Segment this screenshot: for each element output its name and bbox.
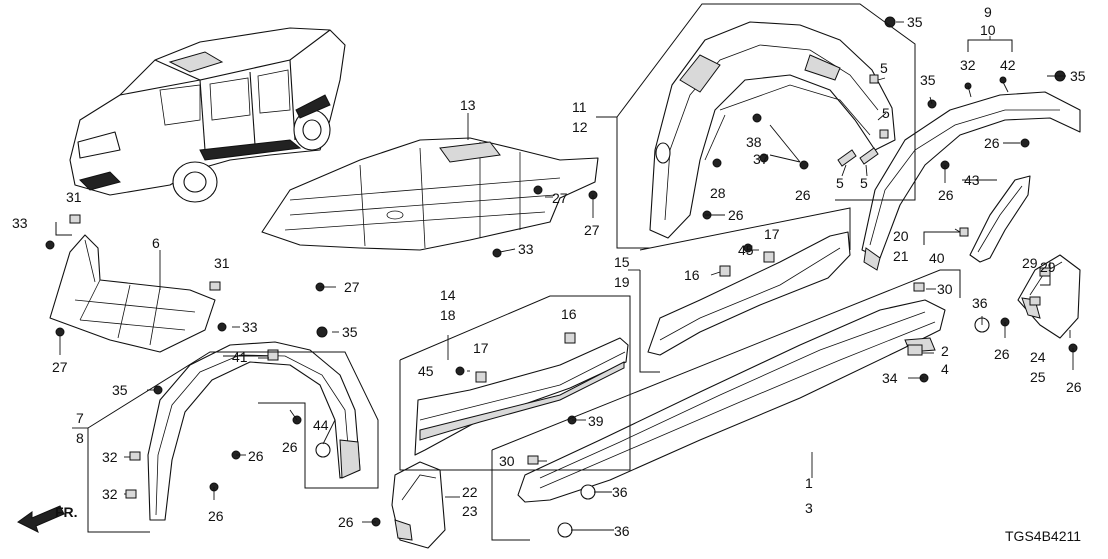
callout-35: 35: [112, 382, 128, 398]
callout-36: 36: [612, 484, 628, 500]
callout-43: 43: [964, 172, 980, 188]
callout-5: 5: [882, 105, 890, 121]
callout-29: 29: [1022, 255, 1038, 271]
callout-31: 31: [214, 255, 230, 271]
callout-14: 14: [440, 287, 456, 303]
callout-27: 27: [52, 359, 68, 375]
callout-9: 9: [984, 4, 992, 20]
callout-35: 35: [1070, 68, 1086, 84]
fasteners: [45, 16, 1078, 538]
callout-12: 12: [572, 119, 588, 135]
callout-27: 27: [552, 190, 568, 206]
callout-5: 5: [836, 175, 844, 191]
part-11-12-inner-fender: [649, 21, 896, 239]
callout-7: 7: [76, 410, 84, 426]
callout-16: 16: [684, 267, 700, 283]
callout-18: 18: [440, 307, 456, 323]
part-6-front-splash-shield: [49, 234, 216, 353]
callout-27: 27: [584, 222, 600, 238]
part-24-25-mudguard: [1017, 254, 1081, 339]
callout-19: 19: [614, 274, 630, 290]
callout-13: 13: [460, 97, 476, 113]
callout-30: 30: [937, 281, 953, 297]
callout-30: 30: [499, 453, 515, 469]
callout-26: 26: [994, 346, 1010, 362]
callout-23: 23: [462, 503, 478, 519]
callout-34: 34: [882, 370, 898, 386]
part-1-3-side-sill: [517, 299, 946, 503]
callout-42: 42: [1000, 57, 1016, 73]
callout-40: 40: [929, 250, 945, 266]
front-direction-arrow: FR.: [17, 504, 78, 533]
callout-26: 26: [938, 187, 954, 203]
callout-26: 26: [282, 439, 298, 455]
vehicle-illustration: [69, 27, 346, 203]
callout-3: 3: [805, 500, 813, 516]
callout-20: 20: [893, 228, 909, 244]
callout-1: 1: [805, 475, 813, 491]
callout-10: 10: [980, 22, 996, 38]
callout-26: 26: [338, 514, 354, 530]
callout-21: 21: [893, 248, 909, 264]
callout-26: 26: [1066, 379, 1082, 395]
callout-labels: 1 2 3 4 5 5 5 5 6 7 8 9 10 11 12 13 14 1…: [12, 4, 1086, 539]
callout-15: 15: [614, 254, 630, 270]
callout-33: 33: [242, 319, 258, 335]
callout-39: 39: [588, 413, 604, 429]
callout-26: 26: [248, 448, 264, 464]
callout-28: 28: [710, 185, 726, 201]
callout-33: 33: [518, 241, 534, 257]
callout-26: 26: [984, 135, 1000, 151]
part-20-21-garnish: [969, 175, 1031, 263]
callout-6: 6: [152, 235, 160, 251]
callout-27: 27: [344, 279, 360, 295]
callout-37: 37: [753, 151, 769, 167]
callout-35: 35: [920, 72, 936, 88]
callout-41: 41: [232, 349, 248, 365]
diagram-code: TGS4B4211: [1005, 528, 1081, 544]
callout-35: 35: [342, 324, 358, 340]
callout-26: 26: [728, 207, 744, 223]
part-7-8-front-arch-garnish: [147, 341, 361, 521]
callout-36: 36: [972, 295, 988, 311]
callout-16: 16: [561, 306, 577, 322]
callout-17: 17: [473, 340, 489, 356]
callout-31: 31: [66, 189, 82, 205]
callout-11: 11: [572, 99, 587, 115]
part-15-19-upper-sill-garnish: [647, 231, 851, 356]
callout-32: 32: [102, 449, 118, 465]
callout-26: 26: [208, 508, 224, 524]
callout-17: 17: [764, 226, 780, 242]
part-13-undercover: [261, 137, 599, 251]
part-9-10-rear-arch-garnish: [861, 91, 1081, 271]
callout-29: 29: [1040, 259, 1056, 275]
callout-5: 5: [880, 60, 888, 76]
callout-45: 45: [418, 363, 434, 379]
part-22-23-mudguard: [391, 461, 446, 549]
callout-24: 24: [1030, 349, 1046, 365]
callout-2: 2: [941, 343, 949, 359]
callout-5: 5: [860, 175, 868, 191]
callout-22: 22: [462, 484, 478, 500]
callout-8: 8: [76, 430, 84, 446]
callout-36: 36: [614, 523, 630, 539]
front-direction-label: FR.: [55, 504, 78, 520]
callout-4: 4: [941, 361, 949, 377]
callout-45: 45: [738, 242, 754, 258]
callout-25: 25: [1030, 369, 1046, 385]
callout-44: 44: [313, 417, 329, 433]
callout-33: 33: [12, 215, 28, 231]
callout-32: 32: [960, 57, 976, 73]
callout-38: 38: [746, 134, 762, 150]
callout-35: 35: [907, 14, 923, 30]
part-14-18-door-garnish: [414, 337, 629, 456]
leader-lines: [55, 3, 1074, 541]
callout-26: 26: [795, 187, 811, 203]
callout-32: 32: [102, 486, 118, 502]
